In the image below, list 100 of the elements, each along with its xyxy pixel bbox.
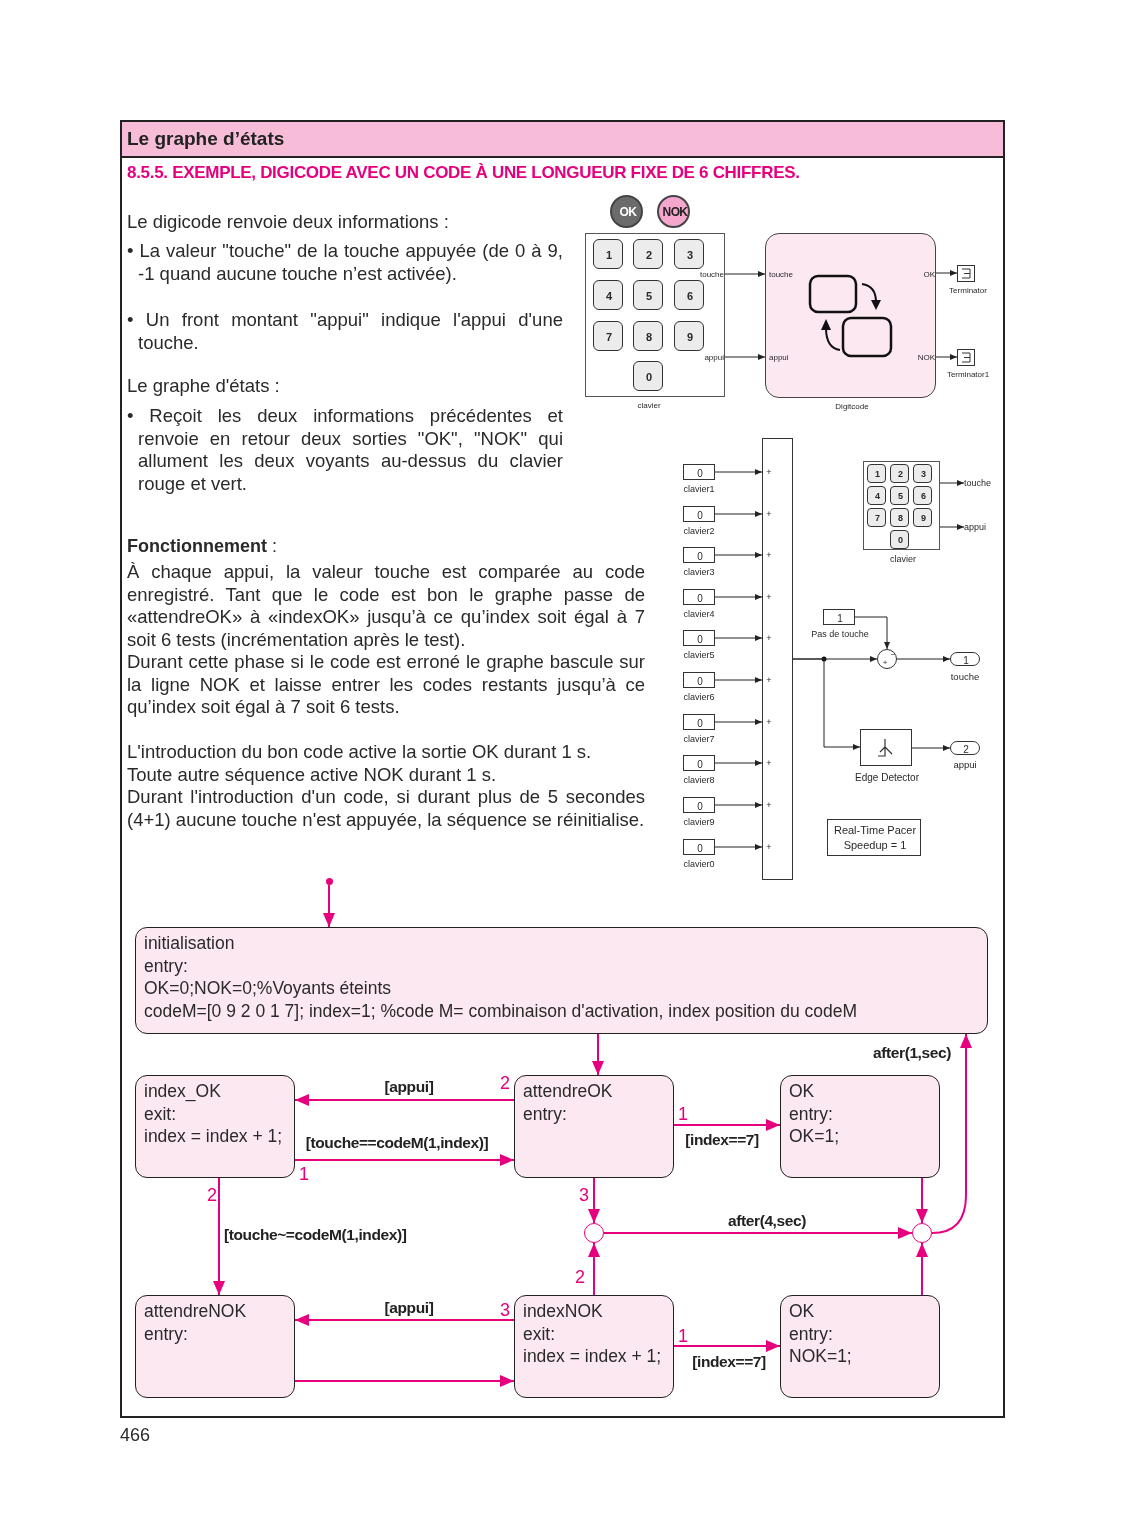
- constant-value: 0: [697, 758, 703, 770]
- state-action: entry:: [523, 1102, 568, 1125]
- transition-arrow: [294, 1094, 515, 1106]
- keypad-key: [633, 239, 663, 269]
- keypad-key: [890, 464, 909, 483]
- state-action: OK=0;NOK=0;%Voyants éteints: [144, 977, 393, 1000]
- transition-arrow: [213, 1177, 225, 1296]
- key-label: 9: [921, 513, 926, 524]
- keypad-key: [633, 361, 663, 391]
- constant-block: [683, 547, 715, 563]
- sign-label: +: [766, 593, 772, 603]
- port-label: appui: [704, 353, 724, 363]
- constant-value: 0: [697, 550, 703, 562]
- page-number: 466: [120, 1425, 151, 1446]
- signal-arrow: [714, 511, 763, 517]
- constant-block: [683, 672, 715, 688]
- state-name: initialisation: [144, 932, 236, 955]
- constant-block: [683, 714, 715, 730]
- junction-circle: [584, 1223, 604, 1243]
- priority-number: 2: [207, 1186, 217, 1204]
- constant-value: 0: [697, 842, 703, 854]
- block-label: clavier: [637, 401, 661, 411]
- signal-arrow: [854, 616, 890, 650]
- keypad-key: [867, 464, 886, 483]
- signal-arrow: [714, 552, 763, 558]
- sign-label: +: [766, 718, 772, 728]
- keypad-key: [913, 508, 932, 527]
- indicator-lamp: [657, 195, 690, 228]
- sign-label: +: [766, 551, 772, 561]
- sign-label: +: [766, 676, 772, 686]
- heading: Le graphe d’états: [127, 128, 285, 150]
- key-label: 0: [898, 535, 903, 546]
- pacer-block: [827, 819, 921, 856]
- key-label: 9: [686, 330, 694, 344]
- signal-arrow: [714, 635, 763, 641]
- state-box: [135, 1295, 295, 1398]
- section-heading: 8.5.5. EXEMPLE, DIGICODE AVEC UN CODE À UNE LONGUEUR FIXE DE 6 CHIFFRES.: [127, 163, 800, 183]
- state-box: [780, 1295, 940, 1398]
- paragraph: L'introduction du bon code active la sortie OK durant 1 s.: [127, 741, 593, 764]
- key-label: 5: [898, 491, 903, 502]
- default-transition-dot: [326, 878, 333, 885]
- state-action: entry:: [789, 1322, 834, 1345]
- port-label: touche: [769, 270, 794, 280]
- sign-label: +: [882, 658, 888, 668]
- block-label: clavier6: [683, 693, 715, 703]
- paragraph: • Un front montant "appui" indique l'appui d'une touche.: [127, 309, 563, 354]
- state-action: codeM=[0 9 2 0 1 7]; index=1; %code M= combinaison d'activation, index position du codeM: [144, 999, 858, 1022]
- state-action: entry:: [789, 1102, 834, 1125]
- signal-arrow: [896, 656, 951, 662]
- transition-arrow: [673, 1119, 781, 1131]
- keypad-key: [593, 239, 623, 269]
- constant-value: 0: [697, 467, 703, 479]
- transition-label: after(1,sec): [873, 1044, 951, 1062]
- transition-arrow: [592, 1033, 604, 1076]
- transition-label: [appui]: [384, 1078, 434, 1096]
- sign-label: +: [766, 468, 772, 478]
- keypad-key: [913, 464, 932, 483]
- block-label: clavier2: [683, 527, 715, 537]
- signal-arrow: [935, 354, 958, 360]
- block-label: clavier9: [683, 818, 715, 828]
- transition-arrow: [294, 1154, 515, 1166]
- state-box: [135, 1075, 295, 1178]
- sign-label: −: [890, 650, 896, 660]
- key-label: 0: [645, 370, 653, 384]
- transition-arrow: [673, 1340, 781, 1352]
- key-label: 1: [875, 469, 880, 480]
- block-label: Digitcode: [835, 402, 869, 412]
- block-label: Edge Detector: [855, 771, 919, 783]
- constant-block: [683, 589, 715, 605]
- constant-value: 0: [697, 509, 703, 521]
- state-box: [514, 1075, 674, 1178]
- priority-number: 1: [678, 1327, 688, 1345]
- state-action: OK=1;: [789, 1125, 841, 1148]
- keypad-key: [633, 280, 663, 310]
- signal-arrow: [714, 594, 763, 600]
- port-number: 2: [963, 743, 969, 755]
- signal-label: appui: [964, 520, 987, 534]
- transition-label: [index==7]: [685, 1131, 759, 1149]
- port-label: touche: [699, 270, 724, 280]
- key-label: 6: [686, 289, 694, 303]
- keypad-key: [633, 321, 663, 351]
- signal-arrow: [724, 271, 766, 277]
- state-name: OK: [789, 1080, 816, 1103]
- sum-block: [762, 438, 793, 880]
- key-label: 8: [645, 330, 653, 344]
- state-action: entry:: [144, 954, 189, 977]
- block-label: Real-Time Pacer Speedup = 1: [833, 823, 917, 853]
- state-name: OK: [789, 1300, 816, 1323]
- sign-label: +: [766, 510, 772, 520]
- transition-label: [appui]: [384, 1299, 434, 1317]
- block-label: clavier: [890, 555, 916, 565]
- key-label: 2: [898, 469, 903, 480]
- paragraph: • Reçoit les deux informations précédentes et renvoie en retour deux sorties "OK", "NOK" qui allument les deux voyants au-dessus du clavier rouge et vert.: [127, 405, 563, 495]
- outport-block: [950, 652, 980, 666]
- transition-arrow: [931, 1033, 972, 1234]
- keypad-key: [867, 486, 886, 505]
- transition-arrow: [294, 1314, 515, 1326]
- constant-block: [683, 839, 715, 855]
- keypad-key: [674, 321, 704, 351]
- outport-block: [950, 741, 980, 755]
